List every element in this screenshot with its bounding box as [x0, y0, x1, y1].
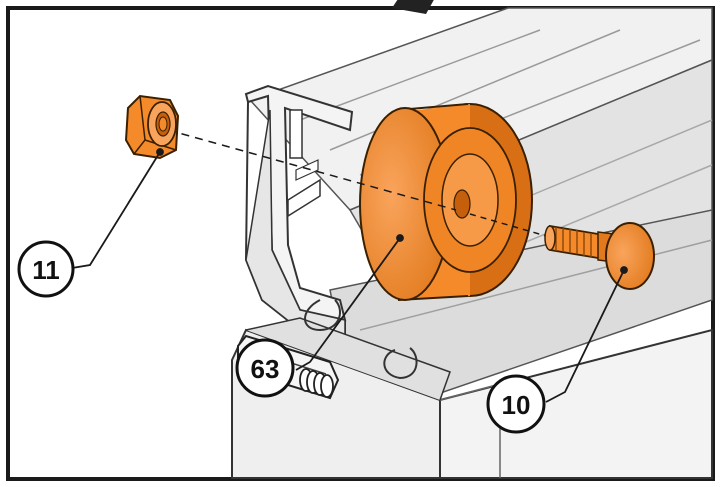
cable-strap: [392, 0, 434, 14]
bolt-icon: [544, 222, 655, 290]
callout-63-label: 63: [251, 354, 280, 384]
axle-dashed-line: [167, 129, 457, 211]
roller-icon: [359, 103, 533, 301]
slot-upper: [289, 109, 303, 159]
leader-lines: [71, 148, 628, 403]
slot-middle: [287, 178, 321, 218]
callout-11: 11: [17, 240, 75, 298]
callout-63: 63: [235, 338, 295, 398]
spring-icon: [299, 368, 334, 398]
callout-10-label: 10: [502, 390, 531, 420]
channel-end-profile: [244, 84, 354, 342]
callout-10: 10: [486, 374, 546, 434]
callout-11-label: 11: [32, 255, 60, 285]
nut-icon: [124, 94, 180, 160]
